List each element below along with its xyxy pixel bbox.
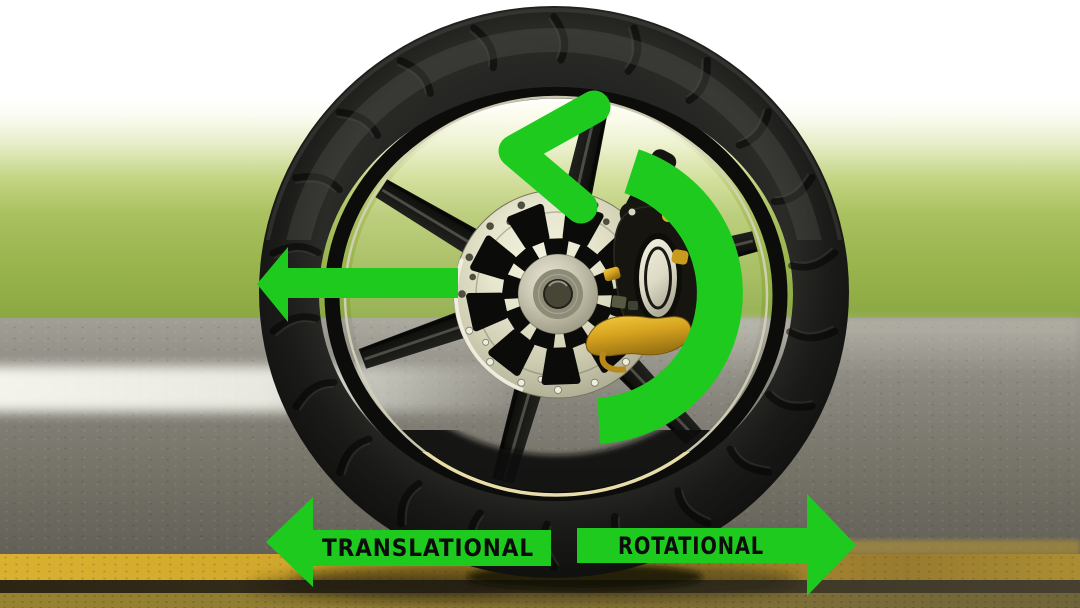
caliper-gold-bracket [585, 315, 692, 357]
translation-velocity-arrow [257, 247, 458, 322]
disc-cutout [541, 347, 581, 386]
tread-groove [735, 108, 773, 149]
tread-groove [335, 108, 382, 139]
rotation-arrow-head [498, 90, 611, 224]
tread-groove [292, 173, 343, 194]
disc-hole [469, 273, 477, 281]
disc-hole [554, 386, 562, 394]
disc-hole [590, 378, 599, 387]
disc-hole [622, 358, 630, 366]
disc-hole [517, 378, 526, 387]
tread-groove [292, 378, 338, 411]
disc-hole [465, 253, 474, 262]
disc-hole [486, 222, 494, 230]
tread-groove [685, 56, 711, 104]
tread-groove [674, 487, 712, 527]
axle-nut [543, 279, 573, 309]
rim-lip-bottom-glint [422, 452, 690, 497]
tread-groove [269, 313, 320, 337]
rim-barrel-bottom-shadow [381, 430, 731, 497]
disc-hole [465, 326, 474, 335]
annotation-arrows: TRANSLATIONAL ROTATIONAL [257, 90, 856, 596]
translational-label: TRANSLATIONAL [322, 534, 534, 562]
disc-hole [486, 358, 494, 366]
translational-axis-arrow [266, 497, 551, 587]
tread-groove [548, 13, 569, 64]
brake-caliper [585, 149, 703, 373]
rotational-label: ROTATIONAL [618, 532, 764, 560]
tread-groove [396, 57, 434, 97]
tread-groove [788, 247, 839, 271]
disc-cutout [470, 235, 516, 280]
disc-cutout [466, 292, 508, 332]
tread-groove [765, 390, 816, 411]
tread-groove [624, 24, 642, 75]
tread-groove [468, 24, 498, 72]
tread-groove [770, 173, 816, 206]
disc-cutout [488, 329, 535, 376]
tread-groove [336, 435, 373, 477]
disc-hole [602, 218, 610, 226]
tread-groove [786, 325, 839, 342]
tread-groove [726, 445, 773, 476]
rotational-axis-arrow [577, 494, 856, 596]
disc-hole [517, 201, 526, 210]
tread-groove [397, 480, 423, 528]
disc-hole [458, 290, 466, 298]
disc-hole [482, 338, 490, 346]
rotation-arrow-arc [596, 149, 743, 444]
disc-cutout [507, 203, 550, 249]
sidewall-sheen [286, 28, 822, 240]
tread-groove [269, 243, 322, 260]
